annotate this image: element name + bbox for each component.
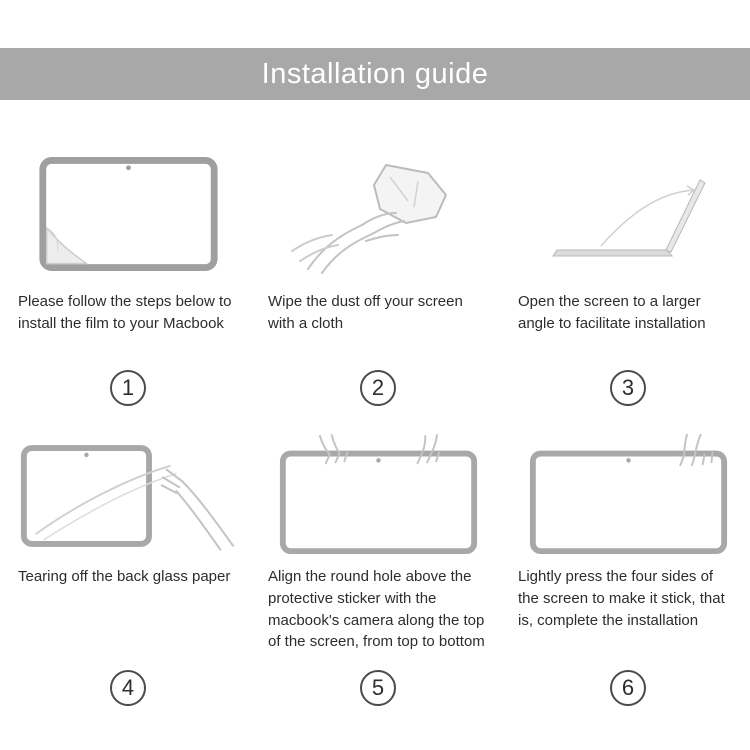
step-caption: Open the screen to a larger angle to fac… xyxy=(518,293,706,332)
align-film-camera-icon xyxy=(268,434,488,556)
step-5: Align the round hole above the protectiv… xyxy=(250,434,500,734)
step-caption: Lightly press the four sides of the scre… xyxy=(518,568,725,629)
press-edges-icon xyxy=(518,434,738,556)
step-caption: Please follow the steps below to install… xyxy=(18,293,232,332)
step-3: Open the screen to a larger angle to fac… xyxy=(500,146,750,434)
step-number-badge: 3 xyxy=(610,370,646,406)
step-number-badge: 4 xyxy=(110,670,146,706)
step-number-badge: 5 xyxy=(360,670,396,706)
step-1: Please follow the steps below to install… xyxy=(0,146,250,434)
page-title: Installation guide xyxy=(261,57,489,90)
steps-grid: Please follow the steps below to install… xyxy=(0,100,750,734)
step-number-badge: 6 xyxy=(610,670,646,706)
macbook-film-peel-icon xyxy=(18,146,238,281)
step-4: Tearing off the back glass paper 4 xyxy=(0,434,250,734)
step-number-badge: 2 xyxy=(360,370,396,406)
wipe-cloth-hands-icon xyxy=(268,146,488,281)
step-caption: Tearing off the back glass paper xyxy=(18,568,231,585)
header-banner: Installation guide xyxy=(0,48,750,100)
step-6: Lightly press the four sides of the scre… xyxy=(500,434,750,734)
step-number-badge: 1 xyxy=(110,370,146,406)
step-2: Wipe the dust off your screen with a clo… xyxy=(250,146,500,434)
tear-back-paper-icon xyxy=(18,434,238,556)
open-laptop-angle-icon xyxy=(518,146,738,281)
step-caption: Align the round hole above the protectiv… xyxy=(268,568,485,651)
step-caption: Wipe the dust off your screen with a clo… xyxy=(268,293,463,332)
